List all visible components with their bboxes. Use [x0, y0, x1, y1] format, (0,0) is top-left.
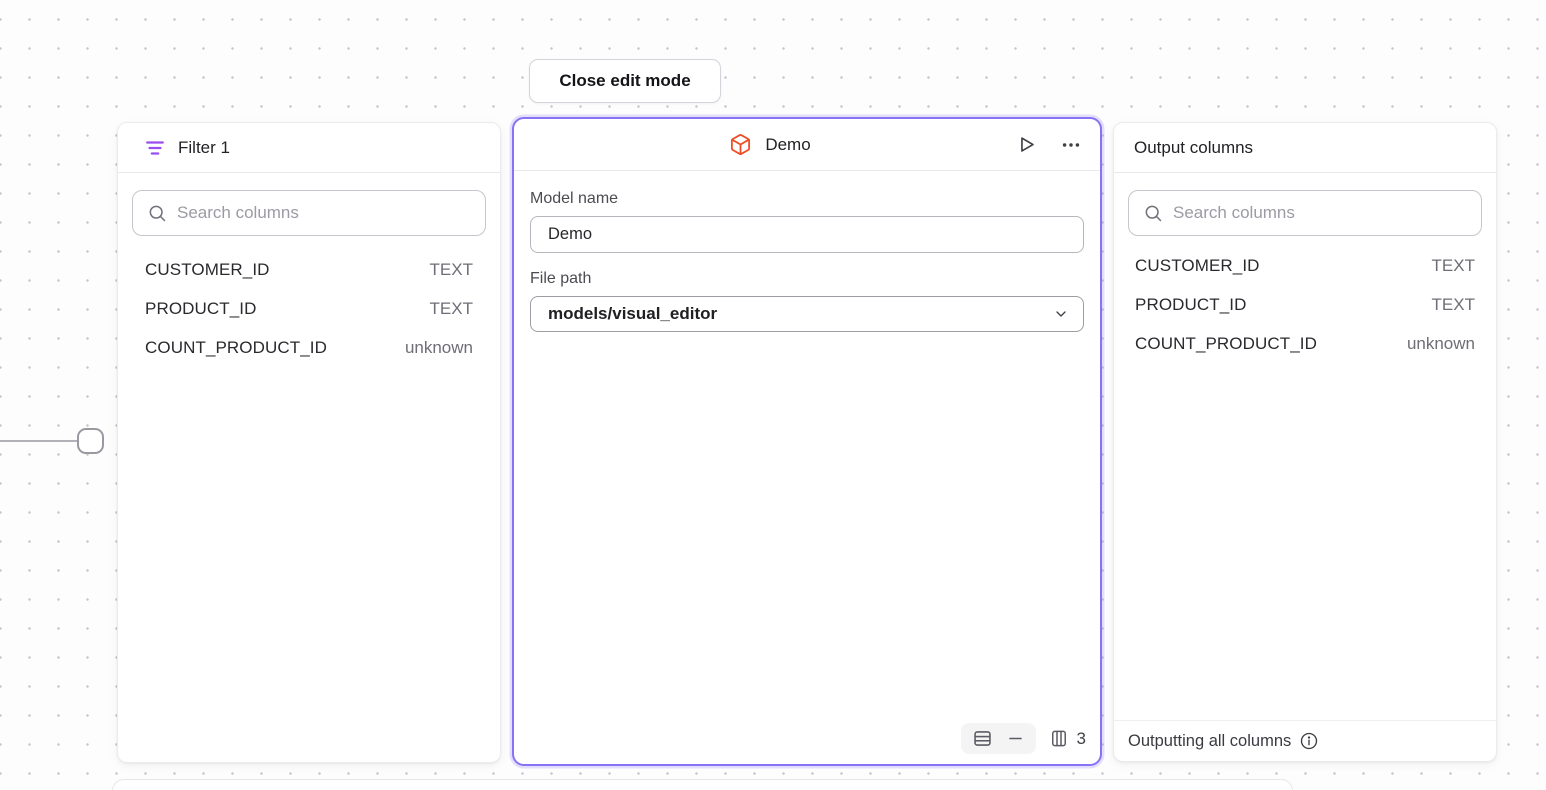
column-name: COUNT_PRODUCT_ID [1135, 333, 1318, 353]
more-options-button[interactable] [1056, 130, 1086, 160]
model-name-input[interactable] [530, 216, 1084, 253]
info-icon[interactable] [1299, 731, 1319, 751]
table-row[interactable]: CUSTOMER_ID TEXT [1122, 246, 1488, 285]
column-type: TEXT [429, 259, 473, 279]
search-columns-input[interactable] [1173, 203, 1467, 223]
file-path-select[interactable]: models/visual_editor [530, 296, 1084, 332]
ellipsis-icon [1060, 134, 1082, 156]
column-count-stat[interactable]: 3 [1049, 728, 1086, 749]
column-name: PRODUCT_ID [1135, 294, 1247, 314]
column-name: PRODUCT_ID [145, 298, 257, 318]
column-type: TEXT [429, 298, 473, 318]
bottom-cropped-panel[interactable] [112, 779, 1293, 790]
output-search-box[interactable] [1128, 190, 1482, 236]
search-icon [1143, 203, 1163, 223]
output-columns-panel[interactable]: Output columns CUSTOMER_ID TEXT PRODUCT_… [1113, 122, 1497, 762]
column-name: COUNT_PRODUCT_ID [145, 337, 328, 357]
model-title-group: Demo [729, 133, 811, 156]
filter-panel-header: Filter 1 [118, 123, 500, 173]
run-model-button[interactable] [1012, 130, 1042, 160]
model-footer-stats: 3 [960, 723, 1086, 754]
column-type: unknown [404, 337, 473, 357]
model-panel-header: Demo [514, 119, 1100, 171]
model-panel-body: Model name File path models/visual_edito… [514, 171, 1100, 332]
edge-connection-handle[interactable] [77, 428, 104, 454]
minus-icon [1006, 729, 1025, 748]
filter-icon [144, 137, 166, 159]
filter-search-box[interactable] [132, 190, 486, 236]
table-row[interactable]: PRODUCT_ID TEXT [1122, 285, 1488, 324]
table-row[interactable]: COUNT_PRODUCT_ID unknown [1122, 324, 1488, 363]
filter-column-list: CUSTOMER_ID TEXT PRODUCT_ID TEXT COUNT_P… [118, 250, 500, 367]
model-panel-title: Demo [765, 134, 811, 154]
filter-panel-title: Filter 1 [178, 137, 230, 157]
table-columns-icon [1049, 728, 1069, 749]
table-row[interactable]: CUSTOMER_ID TEXT [132, 250, 486, 289]
column-type: TEXT [1431, 294, 1475, 314]
row-count-stat[interactable] [960, 723, 1036, 754]
play-icon [1016, 134, 1038, 156]
column-type: unknown [1406, 333, 1475, 353]
table-row[interactable]: PRODUCT_ID TEXT [132, 289, 486, 328]
edge-connector-line [0, 440, 80, 442]
chevron-down-icon [1053, 306, 1069, 322]
table-rows-icon [972, 728, 993, 749]
table-row[interactable]: COUNT_PRODUCT_ID unknown [132, 328, 486, 367]
output-panel-title: Output columns [1134, 137, 1254, 157]
model-name-label: Model name [530, 190, 619, 207]
model-node-panel[interactable]: Demo Model name File [512, 117, 1102, 766]
output-panel-header: Output columns [1114, 123, 1496, 173]
output-panel-footer: Outputting all columns [1114, 720, 1496, 761]
filter-node-panel[interactable]: Filter 1 CUSTOMER_ID TEXT PRODUCT_ID TEX… [117, 122, 501, 763]
column-type: TEXT [1431, 255, 1475, 275]
column-name: CUSTOMER_ID [145, 259, 270, 279]
search-icon [147, 203, 167, 223]
model-cube-icon [729, 133, 752, 156]
column-count-value: 3 [1076, 728, 1086, 748]
close-edit-mode-button[interactable]: Close edit mode [529, 59, 721, 103]
column-name: CUSTOMER_ID [1135, 255, 1260, 275]
file-path-label: File path [530, 270, 592, 287]
output-column-list: CUSTOMER_ID TEXT PRODUCT_ID TEXT COUNT_P… [1114, 246, 1496, 363]
model-header-actions [1012, 130, 1086, 160]
file-path-value: models/visual_editor [548, 304, 718, 323]
search-columns-input[interactable] [177, 203, 471, 223]
outputting-all-columns-text: Outputting all columns [1128, 731, 1292, 750]
